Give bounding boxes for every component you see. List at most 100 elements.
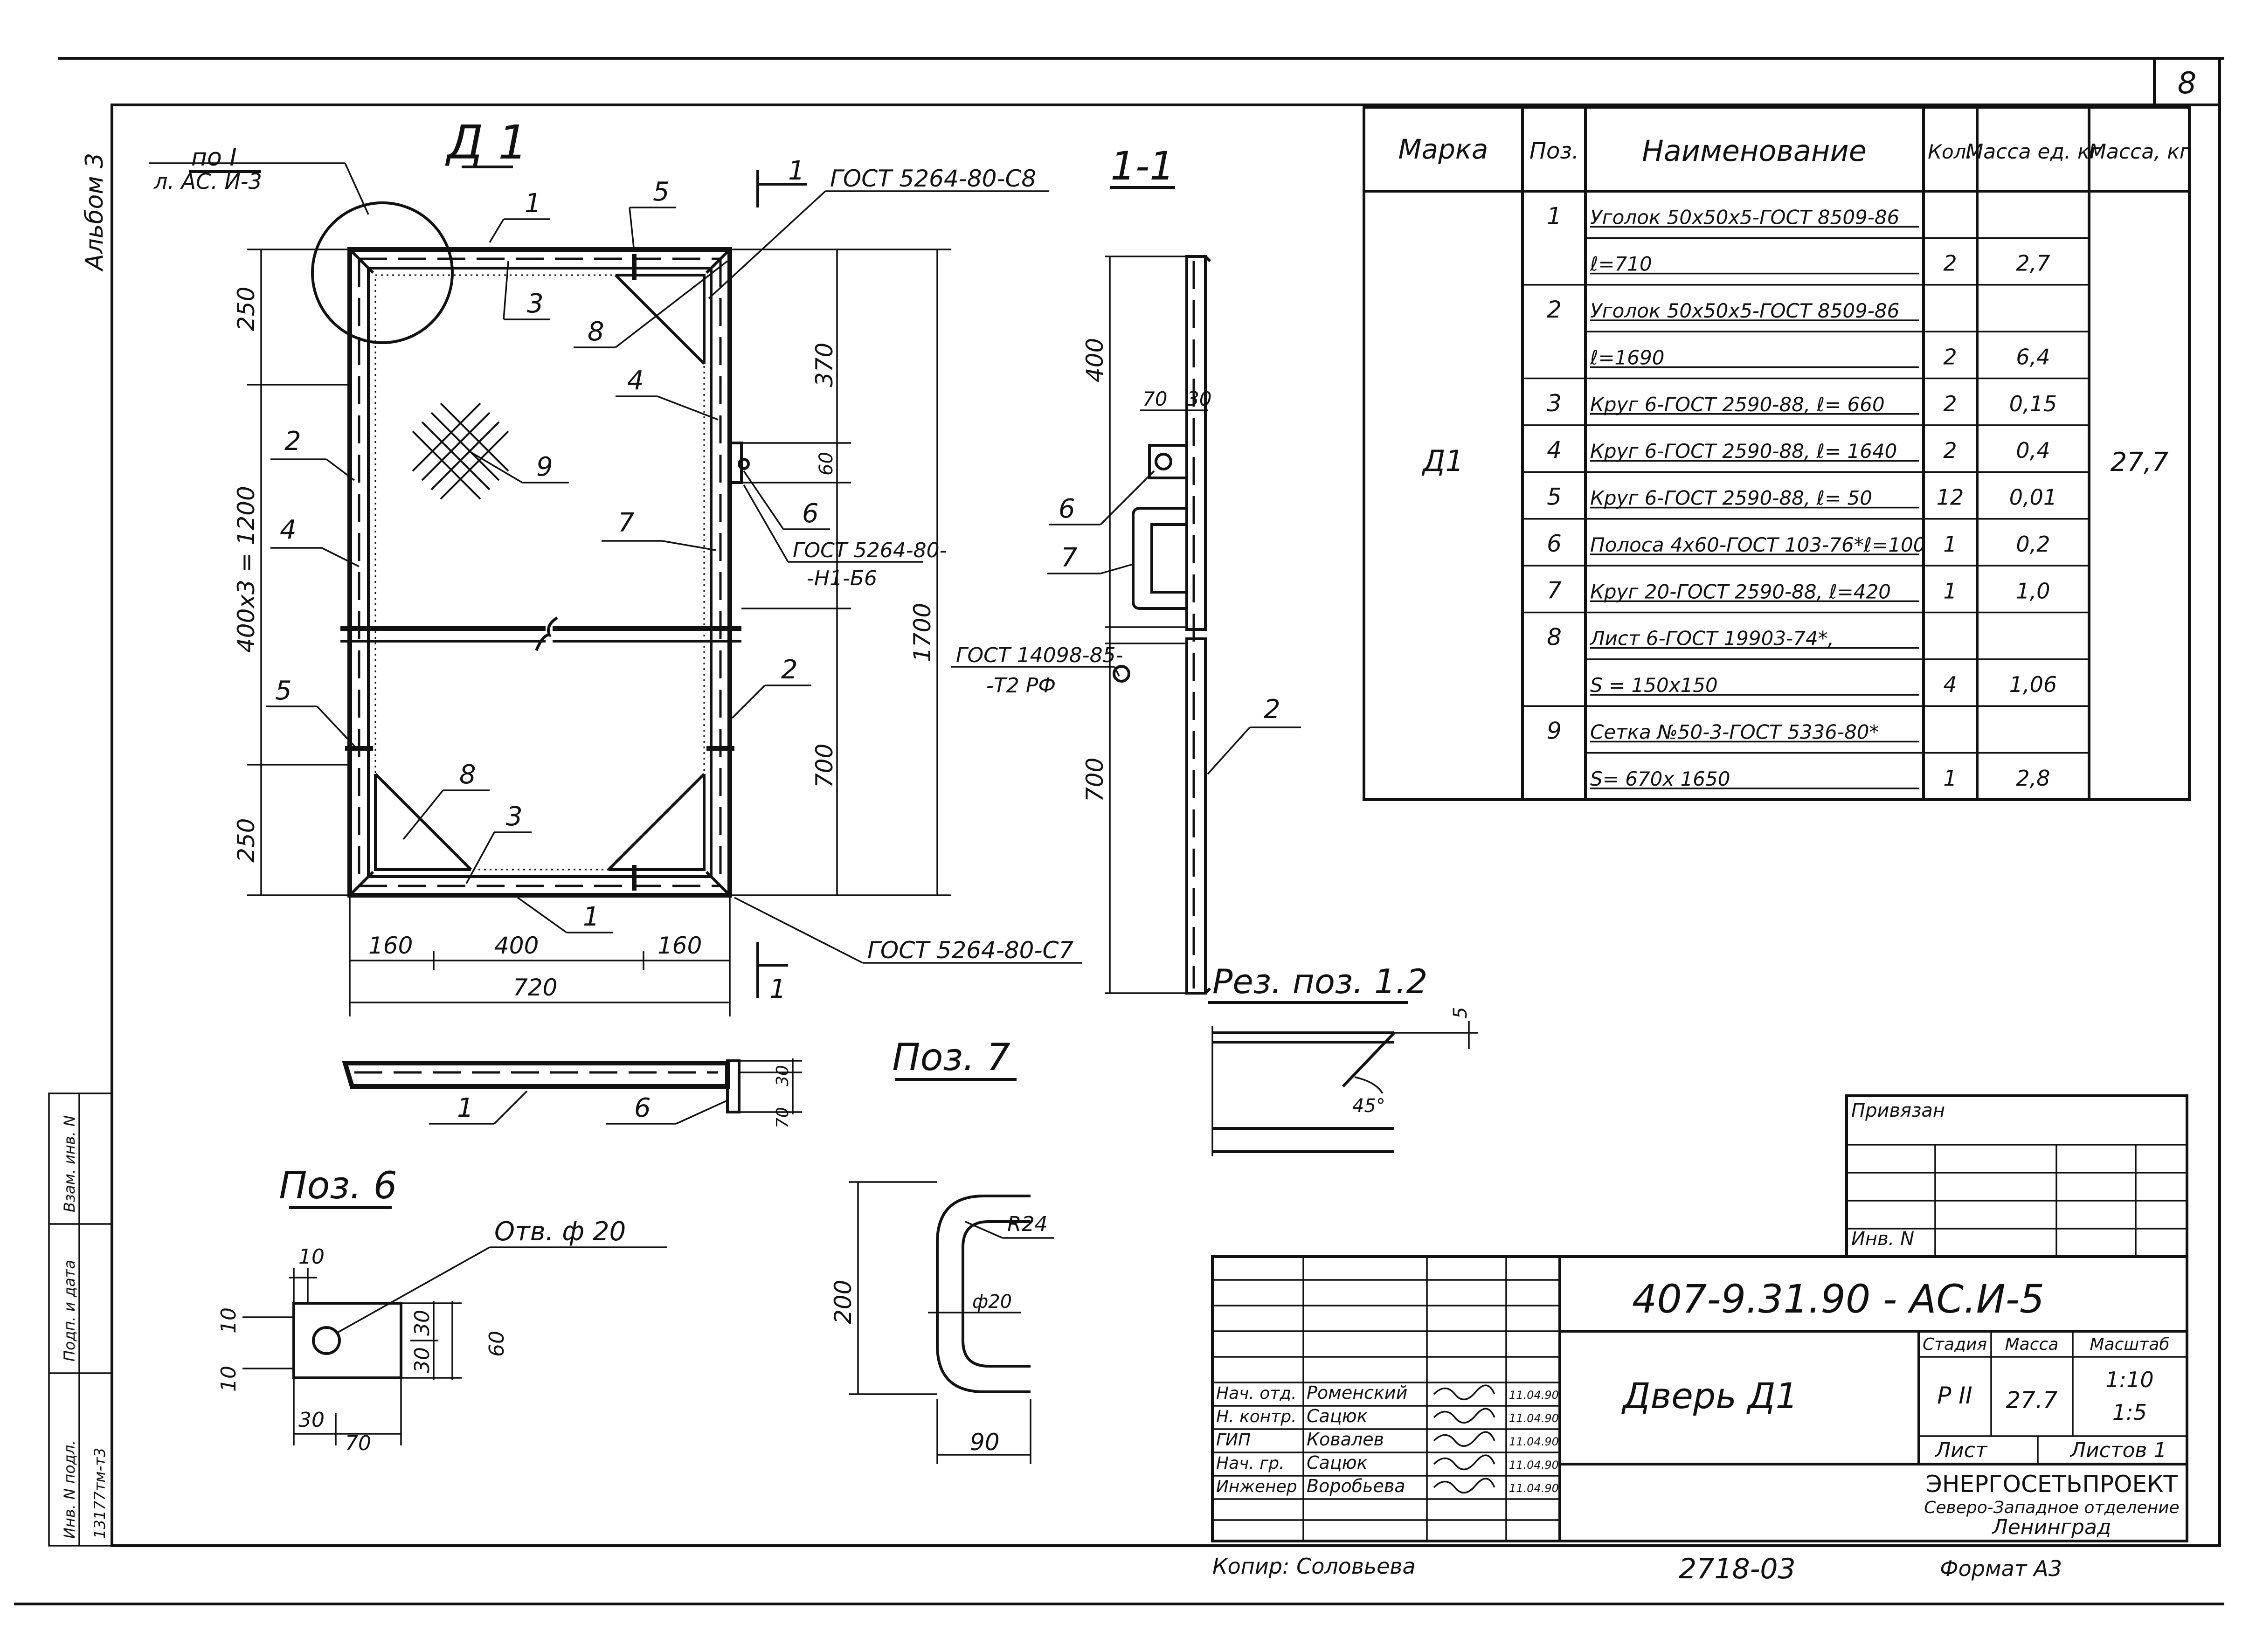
spec-row-qty: 2 xyxy=(1943,438,1957,463)
callout-pos-5-left: 5 xyxy=(275,676,292,706)
weld-note-bottom: ГОСТ 5264-80-С7 xyxy=(867,937,1073,964)
ref-note-line-2: л. АС. И-3 xyxy=(153,169,262,194)
main-view: Д 1 по I л. АС. И-3 xyxy=(149,115,1123,1016)
pos6-view: Поз. 6 Отв. ф 20 10 10 10 30 30 60 30 70 xyxy=(217,1164,667,1455)
spec-row-name: Круг 20-ГОСТ 2590-88, ℓ=420 xyxy=(1590,580,1891,603)
privyazan-label: Привязан xyxy=(1851,1100,1945,1121)
hinge-note-2: -Т2 РФ xyxy=(986,674,1056,698)
mass-header: Масса xyxy=(2005,1335,2059,1354)
main-view-title: Д 1 xyxy=(445,115,528,170)
section-dim-30: 30 xyxy=(1187,387,1211,410)
dim-bottom-160b: 160 xyxy=(657,932,702,959)
pos6-title: Поз. 6 xyxy=(279,1164,397,1207)
callout-pos-8-bottom: 8 xyxy=(459,760,476,790)
spec-row-name: ℓ=710 xyxy=(1590,253,1652,276)
cut-dim-45: 45° xyxy=(1352,1095,1385,1117)
drawing-code: 407-9.31.90 - АС.И-5 xyxy=(1632,1276,2044,1322)
dim-bottom-720: 720 xyxy=(513,974,557,1001)
pos6-dim-30-right-a: 30 xyxy=(410,1310,434,1336)
dim-right-1700: 1700 xyxy=(909,603,936,662)
mesh-hatch xyxy=(412,402,509,500)
door-outer-frame xyxy=(347,247,732,898)
pos1-dim-70: 70 xyxy=(773,1107,792,1128)
dim-left-top: 250 xyxy=(233,287,260,331)
callout-pos-6: 6 xyxy=(802,498,819,529)
spec-row-name: S = 150х150 xyxy=(1590,674,1718,697)
dim-right-700: 700 xyxy=(811,744,838,788)
stamp-date: 11.04.90 xyxy=(1509,1458,1559,1472)
spec-row-mass: 0,2 xyxy=(2016,532,2050,557)
section-callout-7: 7 xyxy=(1061,543,1078,573)
spec-row-pos: 4 xyxy=(1547,436,1562,463)
inv-no-label: Инв. N xyxy=(1851,1228,1914,1250)
callout-pos-5-top: 5 xyxy=(653,177,670,207)
callout-pos-4-right: 4 xyxy=(627,366,644,396)
stamp-date: 11.04.90 xyxy=(1509,1482,1559,1495)
stamp-person: Ковалев xyxy=(1307,1429,1384,1450)
spec-row-name: Полоса 4х60-ГОСТ 103-76*ℓ=100 xyxy=(1590,533,1925,556)
spec-row-qty: 12 xyxy=(1937,485,1964,510)
section-dim-700: 700 xyxy=(1081,758,1108,802)
stamp-role: Нач. отд. xyxy=(1216,1384,1297,1403)
spec-row-pos: 3 xyxy=(1547,390,1562,417)
format-label: Формат А3 xyxy=(1940,1556,2062,1581)
spec-mark: Д1 xyxy=(1421,444,1464,478)
spec-row-name: Круг 6-ГОСТ 2590-88, ℓ= 660 xyxy=(1590,393,1885,416)
cut-view: Рез. поз. 1.2 5 45° xyxy=(1208,962,1478,1156)
stamp-role: Инженер xyxy=(1216,1477,1297,1496)
weld-note-side-1: ГОСТ 5264-80- xyxy=(793,539,947,562)
side-stamp-field-3: Инв. N подл. xyxy=(61,1440,78,1539)
spec-row-qty: 4 xyxy=(1943,672,1957,697)
spec-total-mass: 27,7 xyxy=(2111,447,2169,477)
dim-left-mid: 400х3 = 1200 xyxy=(233,486,260,653)
spec-row-pos: 7 xyxy=(1547,577,1562,604)
spec-row-qty: 2 xyxy=(1943,251,1957,276)
pos6-hole-note: Отв. ф 20 xyxy=(494,1217,626,1247)
stamp-person: Сацюк xyxy=(1307,1406,1368,1426)
spec-row-pos: 9 xyxy=(1547,718,1562,745)
pos1-view: 30 70 1 6 xyxy=(342,1058,802,1128)
scale-value-1: 1:10 xyxy=(2105,1367,2153,1392)
dim-left-bottom: 250 xyxy=(233,818,260,863)
pos6-dim-10-left-a: 10 xyxy=(217,1307,241,1334)
pos6-dim-10-top: 10 xyxy=(298,1245,325,1269)
spec-table: Марка Поз. Наименование Кол. Масса ед. к… xyxy=(1363,106,2191,801)
signature-mark xyxy=(1433,1384,1495,1400)
dim-bottom-160a: 160 xyxy=(368,932,413,959)
hinge-note-1: ГОСТ 14098-85- xyxy=(956,643,1123,667)
callout-pos-3-bottom: 3 xyxy=(506,802,523,832)
section-mark-top: 1 xyxy=(788,156,805,186)
dim-right-60: 60 xyxy=(816,452,837,476)
section-view: 1-1 400 700 70 30 6 7 2 xyxy=(1047,143,1301,995)
cut-dim-5: 5 xyxy=(1450,1007,1471,1019)
callout-pos-4-left: 4 xyxy=(280,515,297,545)
callout-pos-3-top: 3 xyxy=(527,289,544,319)
pos6-dim-30-right-b: 30 xyxy=(410,1347,434,1373)
mass-value: 27.7 xyxy=(2006,1387,2058,1414)
pos1-callout-6: 6 xyxy=(634,1093,651,1123)
pos7-dim-phi20: ф20 xyxy=(972,1291,1012,1313)
door-inner-frame xyxy=(367,267,713,878)
dim-bottom-400: 400 xyxy=(494,932,539,959)
stage-value: Р II xyxy=(1937,1382,1972,1409)
section-callout-6: 6 xyxy=(1059,494,1075,524)
pos7-dim-90: 90 xyxy=(970,1429,1000,1456)
spec-row-name: ℓ=1690 xyxy=(1590,346,1664,369)
spec-row-mass: 1,0 xyxy=(2016,578,2050,603)
stamp-role: ГИП xyxy=(1216,1431,1251,1450)
section-dim-400: 400 xyxy=(1081,338,1108,382)
stamp-person: Сацюк xyxy=(1307,1452,1368,1473)
callout-pos-2-right: 2 xyxy=(781,655,798,685)
signature-mark xyxy=(1433,1454,1495,1470)
detail-circle xyxy=(311,201,454,344)
spec-row-mass: 2,8 xyxy=(2016,766,2050,791)
spec-header-mark: Марка xyxy=(1398,133,1488,165)
signature-mark xyxy=(1433,1408,1495,1424)
spec-row-mass: 6,4 xyxy=(2016,344,2050,369)
spec-row-name: Круг 6-ГОСТ 2590-88, ℓ= 50 xyxy=(1590,487,1872,510)
sheets-label: Листов 1 xyxy=(2069,1438,2166,1462)
spec-row-mass: 0,01 xyxy=(2009,485,2057,510)
